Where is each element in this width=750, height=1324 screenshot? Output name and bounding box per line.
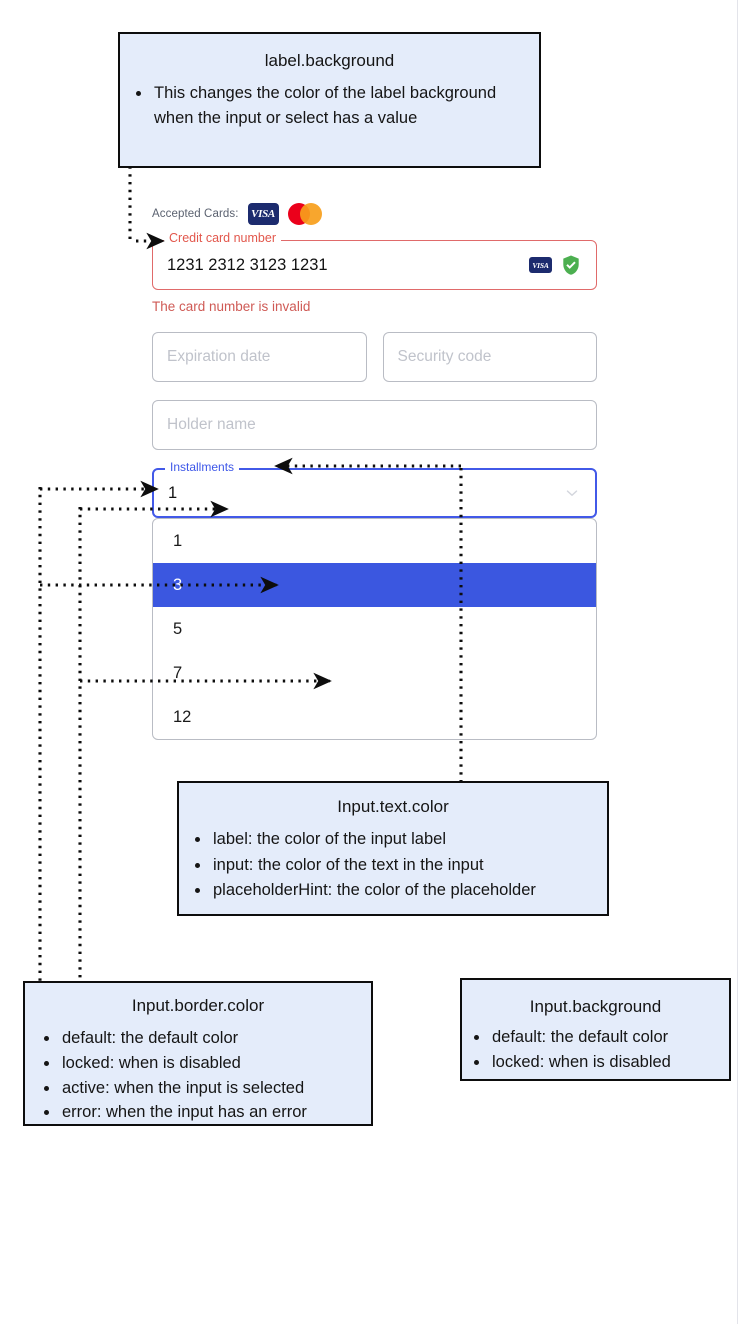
callout-input-background: Input.background default: the default co… [460,978,731,1081]
expiry-security-row: Expiration date Security code [152,332,597,382]
visa-logo-icon: VISA [247,203,279,225]
chevron-down-icon[interactable] [563,484,581,502]
callout-list-item: default: the default color [490,1025,719,1050]
callout-list: This changes the color of the label back… [120,77,539,139]
payment-form: Accepted Cards: VISA Credit card number … [152,198,597,518]
callout-list-item: locked: when is disabled [60,1051,361,1076]
callout-title: label.background [264,51,395,70]
dropdown-option[interactable]: 7 [173,663,183,682]
callout-list-item: placeholderHint: the color of the placeh… [211,878,597,903]
callout-input-border-color: Input.border.color default: the default … [23,981,373,1126]
card-number-value: 1231 2312 3123 1231 [167,255,328,274]
callout-list: label: the color of the input label inpu… [179,823,607,911]
callout-list-item: label: the color of the input label [211,827,597,852]
callout-list-item: error: when the input has an error [60,1100,361,1125]
card-number-icons: VISA [529,254,582,276]
page-right-edge [737,0,738,1324]
expiration-date-placeholder: Expiration date [167,348,271,365]
callout-list-item: locked: when is disabled [490,1050,719,1075]
dropdown-option-selected[interactable]: 3 [153,563,596,607]
visa-logo-icon: VISA [529,257,552,273]
installments-label: Installments [165,461,240,473]
holder-name-placeholder: Holder name [167,416,256,433]
callout-list: default: the default color locked: when … [462,1023,729,1083]
callout-list: default: the default color locked: when … [25,1022,371,1133]
dropdown-option[interactable]: 5 [173,619,183,638]
card-number-input[interactable]: Credit card number 1231 2312 3123 1231 V… [152,232,597,290]
security-code-input[interactable]: Security code [382,332,597,382]
card-number-label: Credit card number [164,232,281,245]
installments-select[interactable]: Installments 1 [152,461,597,518]
installments-row: Installments 1 [152,461,597,518]
dropdown-option[interactable]: 12 [173,707,192,726]
security-code-placeholder: Security code [397,348,492,365]
callout-label-background: label.background This changes the color … [118,32,541,168]
shield-check-icon [563,255,579,275]
installments-value: 1 [168,483,178,502]
callout-list-item: active: when the input is selected [60,1076,361,1101]
callout-list-item: default: the default color [60,1026,361,1051]
installments-dropdown-list[interactable]: 1 3 5 7 12 [152,518,597,740]
callout-title: Input.background [529,997,662,1016]
holder-name-row: Holder name [152,400,597,450]
accepted-cards-row: Accepted Cards: VISA [152,198,597,230]
callout-title: Input.border.color [131,996,265,1015]
callout-title: Input.text.color [337,797,449,816]
callout-list-item: input: the color of the text in the inpu… [211,853,597,878]
callout-input-text-color: Input.text.color label: the color of the… [177,781,609,916]
card-number-error: The card number is invalid [152,299,311,314]
accepted-cards-label: Accepted Cards: [152,208,239,220]
expiration-date-input[interactable]: Expiration date [152,332,367,382]
mastercard-logo-icon [287,203,322,225]
callout-list-item: This changes the color of the label back… [152,81,529,131]
holder-name-input[interactable]: Holder name [152,400,597,450]
dropdown-option[interactable]: 1 [173,531,183,550]
